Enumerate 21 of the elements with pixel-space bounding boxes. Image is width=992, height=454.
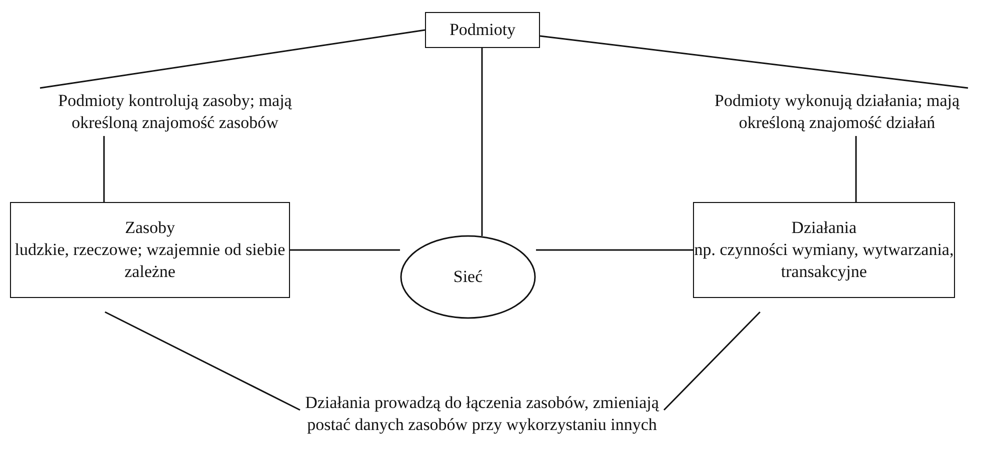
connector-line: [540, 35, 968, 89]
process-box: [693, 202, 955, 298]
connector-line: [481, 48, 483, 236]
connector-line: [663, 311, 761, 411]
node-title: Działania: [791, 216, 857, 239]
annotation-text: Podmioty wykonują działania; mają określoną znajomość działań: [713, 90, 961, 134]
process-box: [10, 202, 290, 298]
annotation-text: Działania prowadzą do łączenia zasobów, zmieniają postać danych zasobów przy wykorzystaniu innych: [305, 392, 659, 436]
connector-line: [855, 136, 857, 202]
connector-line: [536, 249, 693, 251]
node-title: Zasoby: [124, 216, 176, 239]
connector-line: [104, 311, 300, 411]
connector-line: [290, 249, 400, 251]
annotation-text: Podmioty kontrolują zasoby; mają określoną znajomość zasobów: [57, 90, 293, 134]
connector-line: [40, 29, 426, 89]
process-box: [425, 12, 540, 48]
node-title: Sieć: [453, 266, 483, 288]
node-title: Podmioty: [449, 18, 516, 41]
node-description: ludzkie, rzeczowe; wzajemnie od siebie zależne: [14, 238, 286, 284]
node-description: np. czynności wymiany, wytwarzania, transakcyjne: [694, 238, 954, 284]
connector-line: [103, 136, 105, 202]
